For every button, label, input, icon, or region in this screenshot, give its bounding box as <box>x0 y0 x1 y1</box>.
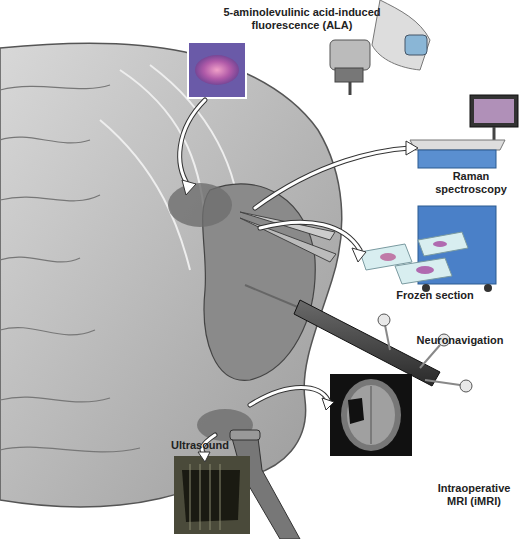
slides <box>360 232 468 284</box>
forceps <box>240 212 336 262</box>
label-raman: Raman spectroscopy <box>426 170 516 196</box>
tumour <box>168 183 232 227</box>
arrows <box>180 100 410 455</box>
label-imri: Intraoperative MRI (iMRI) <box>431 482 517 508</box>
gyri <box>0 85 140 452</box>
fluorescence-image <box>188 42 246 98</box>
label-frozen: Frozen section <box>380 289 490 302</box>
label-us: Ultrasound <box>150 439 250 452</box>
label-ala: 5-aminolevulinic acid-induced fluorescen… <box>196 6 408 32</box>
brain-section <box>0 43 342 507</box>
mri-image <box>330 374 412 456</box>
label-nav: Neuronavigation <box>404 334 516 347</box>
ultrasound-image <box>174 456 250 534</box>
